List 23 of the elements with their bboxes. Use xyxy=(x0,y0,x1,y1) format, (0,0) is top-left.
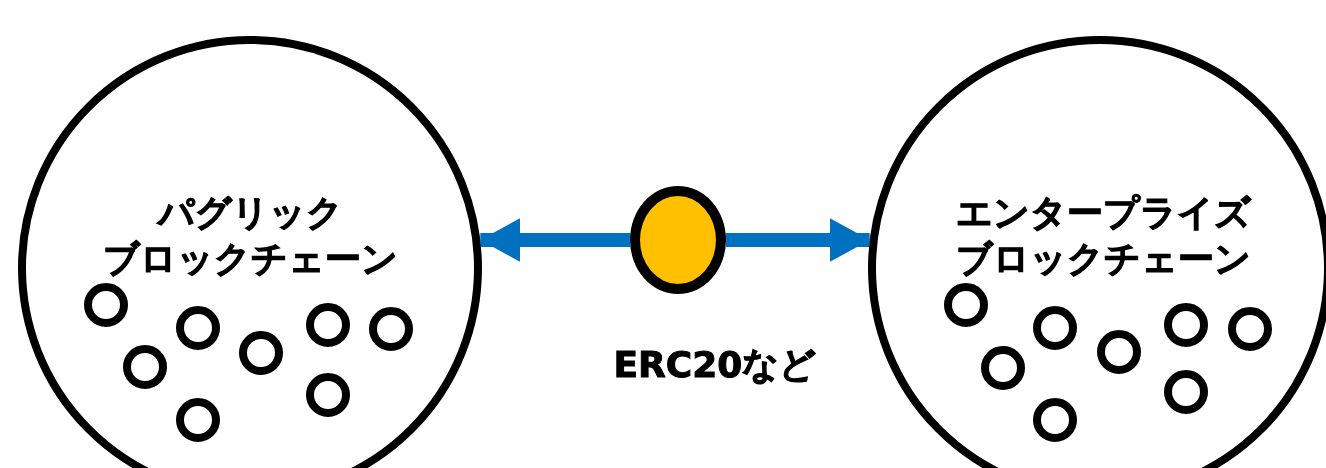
small-circle xyxy=(306,303,350,347)
small-circle xyxy=(944,283,988,327)
small-circle xyxy=(306,373,350,417)
small-circle xyxy=(1164,370,1208,414)
small-circle xyxy=(1228,307,1272,351)
small-circle xyxy=(176,398,220,442)
circle-label: パグリックブロックチェーン xyxy=(102,191,398,281)
arrow xyxy=(726,218,870,262)
arrow xyxy=(480,218,630,262)
small-circle xyxy=(1033,306,1077,350)
small-circle xyxy=(84,283,128,327)
small-circle xyxy=(981,346,1025,390)
small-circle xyxy=(1033,398,1077,442)
small-circle xyxy=(123,345,167,389)
blockchain-circle xyxy=(18,36,482,468)
small-circle xyxy=(369,307,413,351)
small-circle xyxy=(1164,303,1208,347)
blockchain-circle xyxy=(868,36,1326,468)
small-circle xyxy=(239,331,283,375)
token-label: ERC20など xyxy=(613,343,817,387)
small-circle xyxy=(1097,330,1141,374)
small-circle xyxy=(176,306,220,350)
circle-label: エンタープライズブロックチェーン xyxy=(955,191,1251,281)
